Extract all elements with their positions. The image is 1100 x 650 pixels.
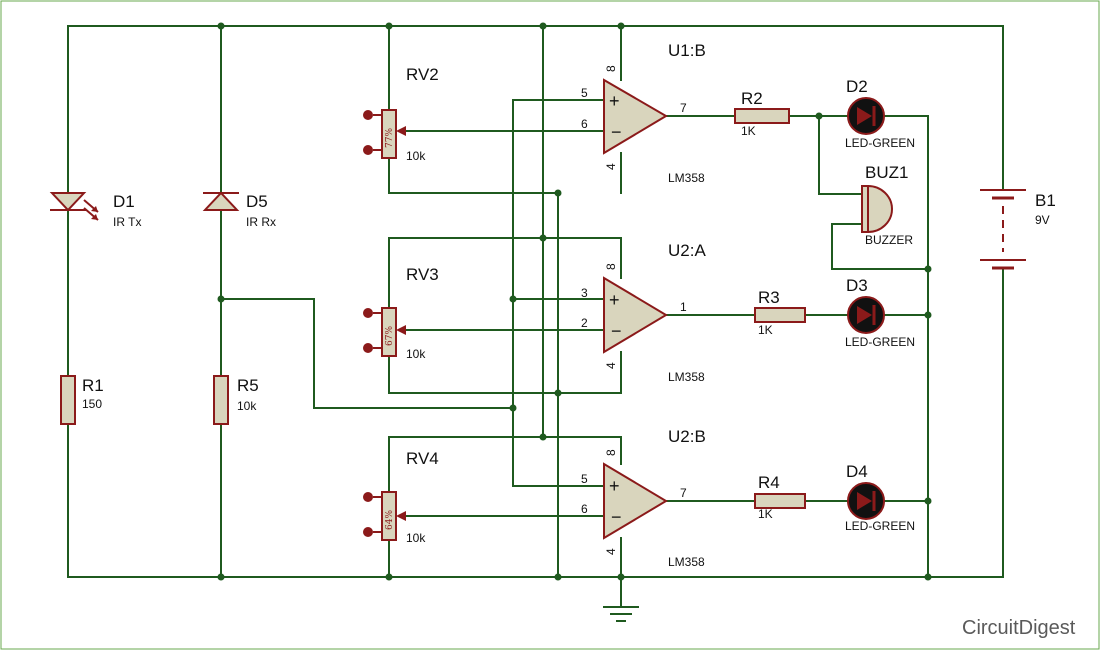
b1-label: B1	[1035, 191, 1056, 210]
svg-text:−: −	[611, 321, 622, 341]
d1-value: IR Tx	[113, 215, 141, 229]
resistor-r1: R1 150	[60, 375, 104, 425]
brand-logo: CircuitDigest	[962, 617, 1076, 639]
r3-label: R3	[758, 288, 780, 307]
u1b-pin-gnd: 4	[604, 163, 618, 170]
u1b-label: U1:B	[668, 41, 706, 60]
r2-value: 1K	[741, 124, 756, 138]
d2-label: D2	[846, 77, 868, 96]
potentiometer-rv3: 67% RV3 10k	[363, 265, 439, 361]
d1-label: D1	[113, 192, 135, 211]
r2-label: R2	[741, 89, 763, 108]
svg-text:+: +	[609, 290, 620, 310]
rv3-percent: 67%	[385, 326, 395, 346]
resistor-r3: R3 1K	[754, 288, 806, 337]
u2b-pin-out: 7	[680, 486, 687, 500]
buz1-label: BUZ1	[865, 163, 908, 182]
u2b-pin-minus: 6	[581, 502, 588, 516]
buzzer-buz1: BUZ1 BUZZER	[861, 163, 913, 247]
d5-value: IR Rx	[246, 215, 276, 229]
rv4-label: RV4	[406, 449, 439, 468]
led-d2: D2 LED-GREEN	[845, 77, 915, 150]
svg-text:+: +	[609, 476, 620, 496]
u2a-pin-minus: 2	[581, 316, 588, 330]
rv4-percent: 64%	[385, 510, 395, 530]
potentiometer-rv4: 64% RV4 10k	[363, 449, 439, 545]
d3-value: LED-GREEN	[845, 335, 915, 349]
u2a-label: U2:A	[668, 241, 706, 260]
d3-label: D3	[846, 276, 868, 295]
r5-value: 10k	[237, 399, 257, 413]
rv4-value: 10k	[406, 531, 426, 545]
r4-value: 1K	[758, 507, 773, 521]
opamp-u2b: + − 5 6 7 8 4 U2:B LM358	[581, 427, 706, 569]
d2-value: LED-GREEN	[845, 136, 915, 150]
d4-label: D4	[846, 462, 868, 481]
led-d3: D3 LED-GREEN	[845, 276, 915, 349]
u2a-pin-plus: 3	[581, 286, 588, 300]
r4-label: R4	[758, 473, 780, 492]
r5-label: R5	[237, 376, 259, 395]
u2b-pin-vcc: 8	[604, 449, 618, 456]
u1b-pin-plus: 5	[581, 86, 588, 100]
ground-icon	[603, 606, 639, 622]
r3-value: 1K	[758, 323, 773, 337]
rv2-label: RV2	[406, 65, 439, 84]
u2b-label: U2:B	[668, 427, 706, 446]
r1-label: R1	[82, 376, 104, 395]
svg-text:−: −	[611, 507, 622, 527]
u1b-pin-out: 7	[680, 101, 687, 115]
u1b-pin-vcc: 8	[604, 65, 618, 72]
rv2-value: 10k	[406, 149, 426, 163]
led-d4: D4 LED-GREEN	[845, 462, 915, 533]
battery-b1: B1 9V	[980, 189, 1056, 270]
rv3-value: 10k	[406, 347, 426, 361]
u2a-pin-out: 1	[680, 300, 687, 314]
rv3-label: RV3	[406, 265, 439, 284]
opamp-u2a: + − 3 2 1 8 4 U2:A LM358	[581, 241, 706, 384]
wires	[67, 25, 1004, 608]
u1b-part: LM358	[668, 171, 705, 185]
potentiometer-rv2: 77% RV2 10k	[363, 65, 439, 163]
r1-value: 150	[82, 397, 102, 411]
u2b-part: LM358	[668, 555, 705, 569]
u2a-part: LM358	[668, 370, 705, 384]
buz1-value: BUZZER	[865, 233, 913, 247]
resistor-r5: R5 10k	[213, 375, 259, 425]
d4-value: LED-GREEN	[845, 519, 915, 533]
u2a-pin-vcc: 8	[604, 263, 618, 270]
d5-label: D5	[246, 192, 268, 211]
resistor-r2: R2 1K	[734, 89, 790, 138]
u2a-pin-gnd: 4	[604, 362, 618, 369]
u2b-pin-plus: 5	[581, 472, 588, 486]
ir-photodiode-d5: D5 IR Rx	[202, 191, 276, 229]
b1-value: 9V	[1035, 213, 1050, 227]
rv2-percent: 77%	[385, 128, 395, 148]
opamp-u1b: + − 5 6 7 8 4 U1:B LM358	[581, 41, 706, 185]
u1b-pin-minus: 6	[581, 117, 588, 131]
resistor-r4: R4 1K	[754, 473, 806, 521]
svg-text:+: +	[609, 91, 620, 111]
junction-dots	[217, 22, 932, 581]
u2b-pin-gnd: 4	[604, 548, 618, 555]
ir-led-d1: D1 IR Tx	[49, 192, 141, 229]
svg-text:−: −	[611, 122, 622, 142]
